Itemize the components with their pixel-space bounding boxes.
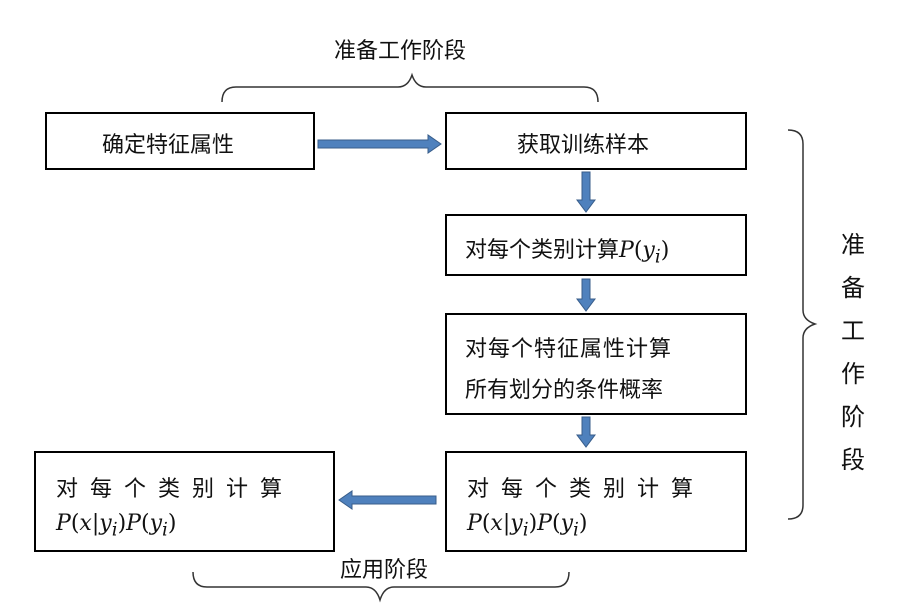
bottom-brace <box>192 571 570 603</box>
prior-box-text: 对每个类别计算P(yi) <box>465 232 669 267</box>
prior-box: 对每个类别计算P(yi) <box>445 214 747 276</box>
joint-formula: P(x|yi)P(yi) <box>467 511 588 541</box>
bottom-stage-label: 应用阶段 <box>340 558 429 583</box>
result-box: 对每个类别计算 P(x|yi)P(yi) <box>34 451 335 552</box>
conditional-box-line2: 所有划分的条件概率 <box>465 378 664 403</box>
arrow-conditional-to-joint <box>576 416 596 448</box>
arrow-samples-to-prior <box>576 171 596 213</box>
conditional-box-line1: 对每个特征属性计算 <box>465 337 673 362</box>
attributes-box: 确定特征属性 <box>45 112 315 170</box>
joint-box: 对每个类别计算 P(x|yi)P(yi) <box>445 451 747 552</box>
top-brace <box>221 72 599 103</box>
arrow-prior-to-conditional <box>576 278 596 312</box>
arrow-joint-to-result <box>338 490 437 510</box>
right-stage-label: 准备工作阶段 <box>841 231 865 474</box>
samples-box: 获取训练样本 <box>445 112 747 170</box>
right-brace <box>787 129 818 520</box>
joint-box-prefix: 对每个类别计算 <box>467 477 706 502</box>
arrow-attributes-to-samples <box>317 134 442 154</box>
top-stage-label: 准备工作阶段 <box>334 39 467 64</box>
result-box-prefix: 对每个类别计算 <box>56 477 295 502</box>
attributes-box-text: 确定特征属性 <box>102 133 235 158</box>
prior-formula: P(yi) <box>619 238 670 268</box>
prior-box-prefix: 对每个类别计算 <box>465 238 620 263</box>
conditional-box: 对每个特征属性计算 所有划分的条件概率 <box>445 313 747 415</box>
samples-box-text: 获取训练样本 <box>517 133 650 158</box>
result-formula: P(x|yi)P(yi) <box>56 511 177 541</box>
